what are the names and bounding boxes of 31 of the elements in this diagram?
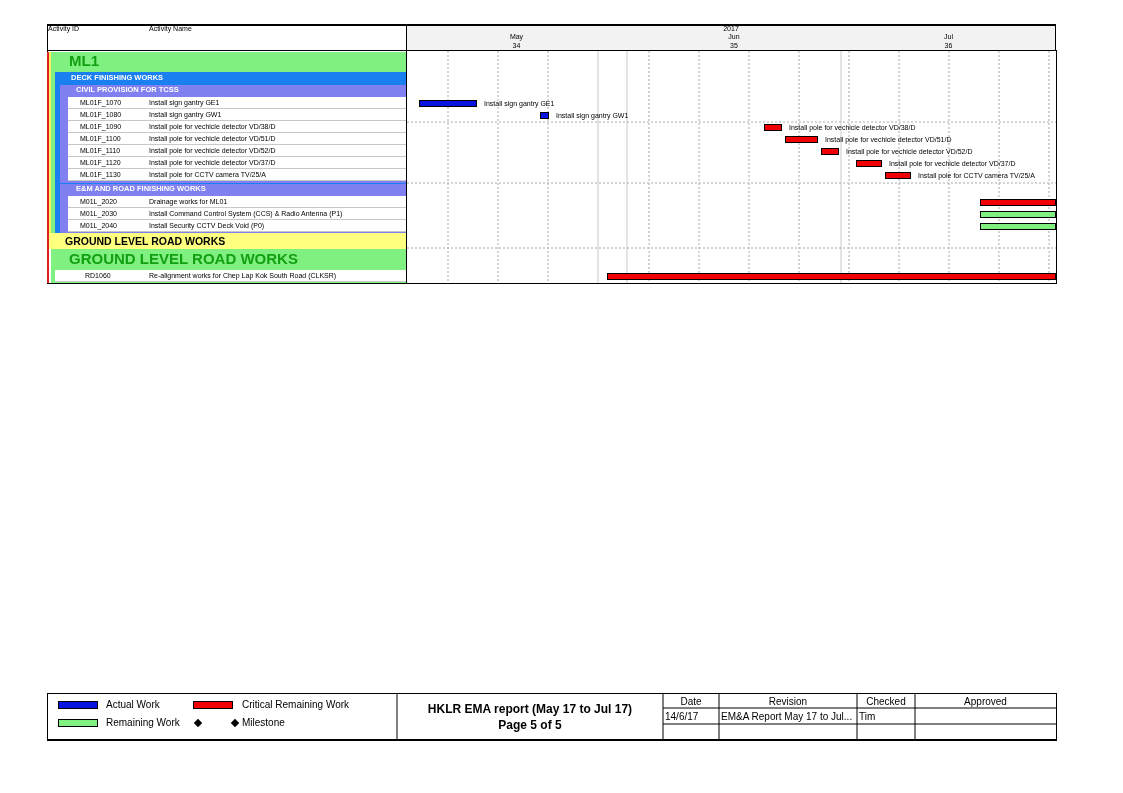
legend-label: Actual Work xyxy=(106,699,160,710)
column-header: Revision xyxy=(767,696,809,707)
activity-row xyxy=(68,121,406,133)
column-header: Checked xyxy=(865,696,907,707)
activity-row xyxy=(68,169,406,181)
activity-row xyxy=(68,97,406,109)
legend-label: Critical Remaining Work xyxy=(242,699,350,710)
legend-label: Remaining Work xyxy=(106,717,180,728)
table-cell-text: Tim xyxy=(859,711,877,722)
activity-row xyxy=(68,157,406,169)
report-title: HKLR EMA report (May 17 to Jul 17) xyxy=(426,702,634,716)
activity-row xyxy=(68,208,406,220)
wbs-group-band xyxy=(60,85,406,183)
activity-row xyxy=(68,220,406,232)
table-cell-text: 14/6/17 xyxy=(665,711,700,722)
activity-row xyxy=(68,145,406,157)
table-cell-text: EM&A Report May 17 to Jul... xyxy=(721,711,854,722)
group-title: GROUND LEVEL ROAD WORKS xyxy=(69,250,298,268)
activity-row xyxy=(55,270,406,282)
activity-row xyxy=(68,196,406,208)
activity-row xyxy=(68,109,406,121)
column-header: Approved xyxy=(963,696,1008,707)
column-header: Date xyxy=(679,696,703,707)
wbs-group-band xyxy=(49,233,406,249)
wbs-group-band xyxy=(51,249,406,283)
legend-label: Milestone xyxy=(242,717,285,728)
activity-row xyxy=(68,133,406,145)
wbs-group-band xyxy=(60,184,406,233)
group-title: ML1 xyxy=(69,52,99,70)
page-number: Page 5 of 5 xyxy=(497,719,563,733)
group-title: GROUND LEVEL ROAD WORKS xyxy=(65,234,226,247)
